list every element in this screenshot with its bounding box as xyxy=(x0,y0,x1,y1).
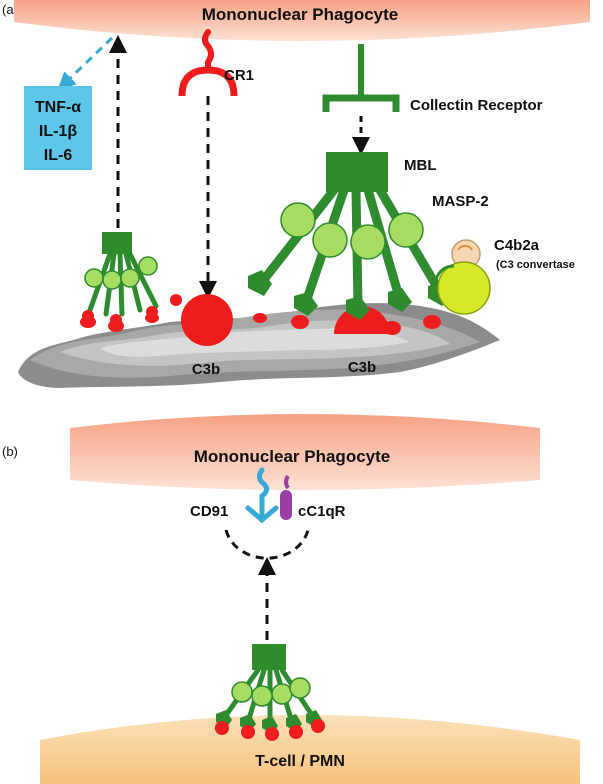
masp2-label: MASP-2 xyxy=(432,193,489,210)
cytokine-release-arrow xyxy=(57,36,114,91)
cd91-receptor xyxy=(245,467,279,524)
c4b2a-complex xyxy=(434,239,491,315)
c4b2a-label: C4b2a xyxy=(494,237,540,254)
masp2-spheres xyxy=(280,202,424,260)
cc1qr-label: cC1qR xyxy=(298,503,346,520)
cd91-label: CD91 xyxy=(190,503,228,520)
c3-convertase-label: (C3 convertase xyxy=(496,259,575,271)
collectin-receptor-label: Collectin Receptor xyxy=(410,97,543,114)
cytokine-il6: IL-6 xyxy=(44,147,73,164)
cr1-receptor xyxy=(178,29,238,97)
lectin-small-left xyxy=(82,232,182,326)
panel-a-letter: (a) xyxy=(2,2,18,17)
tcell-label: T-cell / PMN xyxy=(255,753,345,770)
lectin-panel-b xyxy=(215,644,325,741)
cytokine-tnf: TNF-α xyxy=(35,99,81,116)
phagocyte-label-a: Mononuclear Phagocyte xyxy=(202,5,398,24)
c3b-right-label: C3b xyxy=(348,359,376,376)
binding-arc xyxy=(224,529,310,560)
mbl-label: MBL xyxy=(404,157,437,174)
cr1-label: CR1 xyxy=(224,67,254,84)
cc1qr-receptor xyxy=(280,474,292,520)
phagocyte-membrane-b xyxy=(70,414,540,490)
tcell-membrane xyxy=(40,715,580,784)
panel-b-letter: (b) xyxy=(2,444,18,459)
phagocyte-label-b: Mononuclear Phagocyte xyxy=(194,447,390,466)
cytokine-il1: IL-1β xyxy=(39,123,77,140)
phagocyte-membrane-a xyxy=(14,0,590,41)
c3b-left-molecule xyxy=(181,294,233,346)
cytokine-box xyxy=(24,86,92,170)
c3b-left-label: C3b xyxy=(192,361,220,378)
collectin-receptor xyxy=(322,44,400,112)
